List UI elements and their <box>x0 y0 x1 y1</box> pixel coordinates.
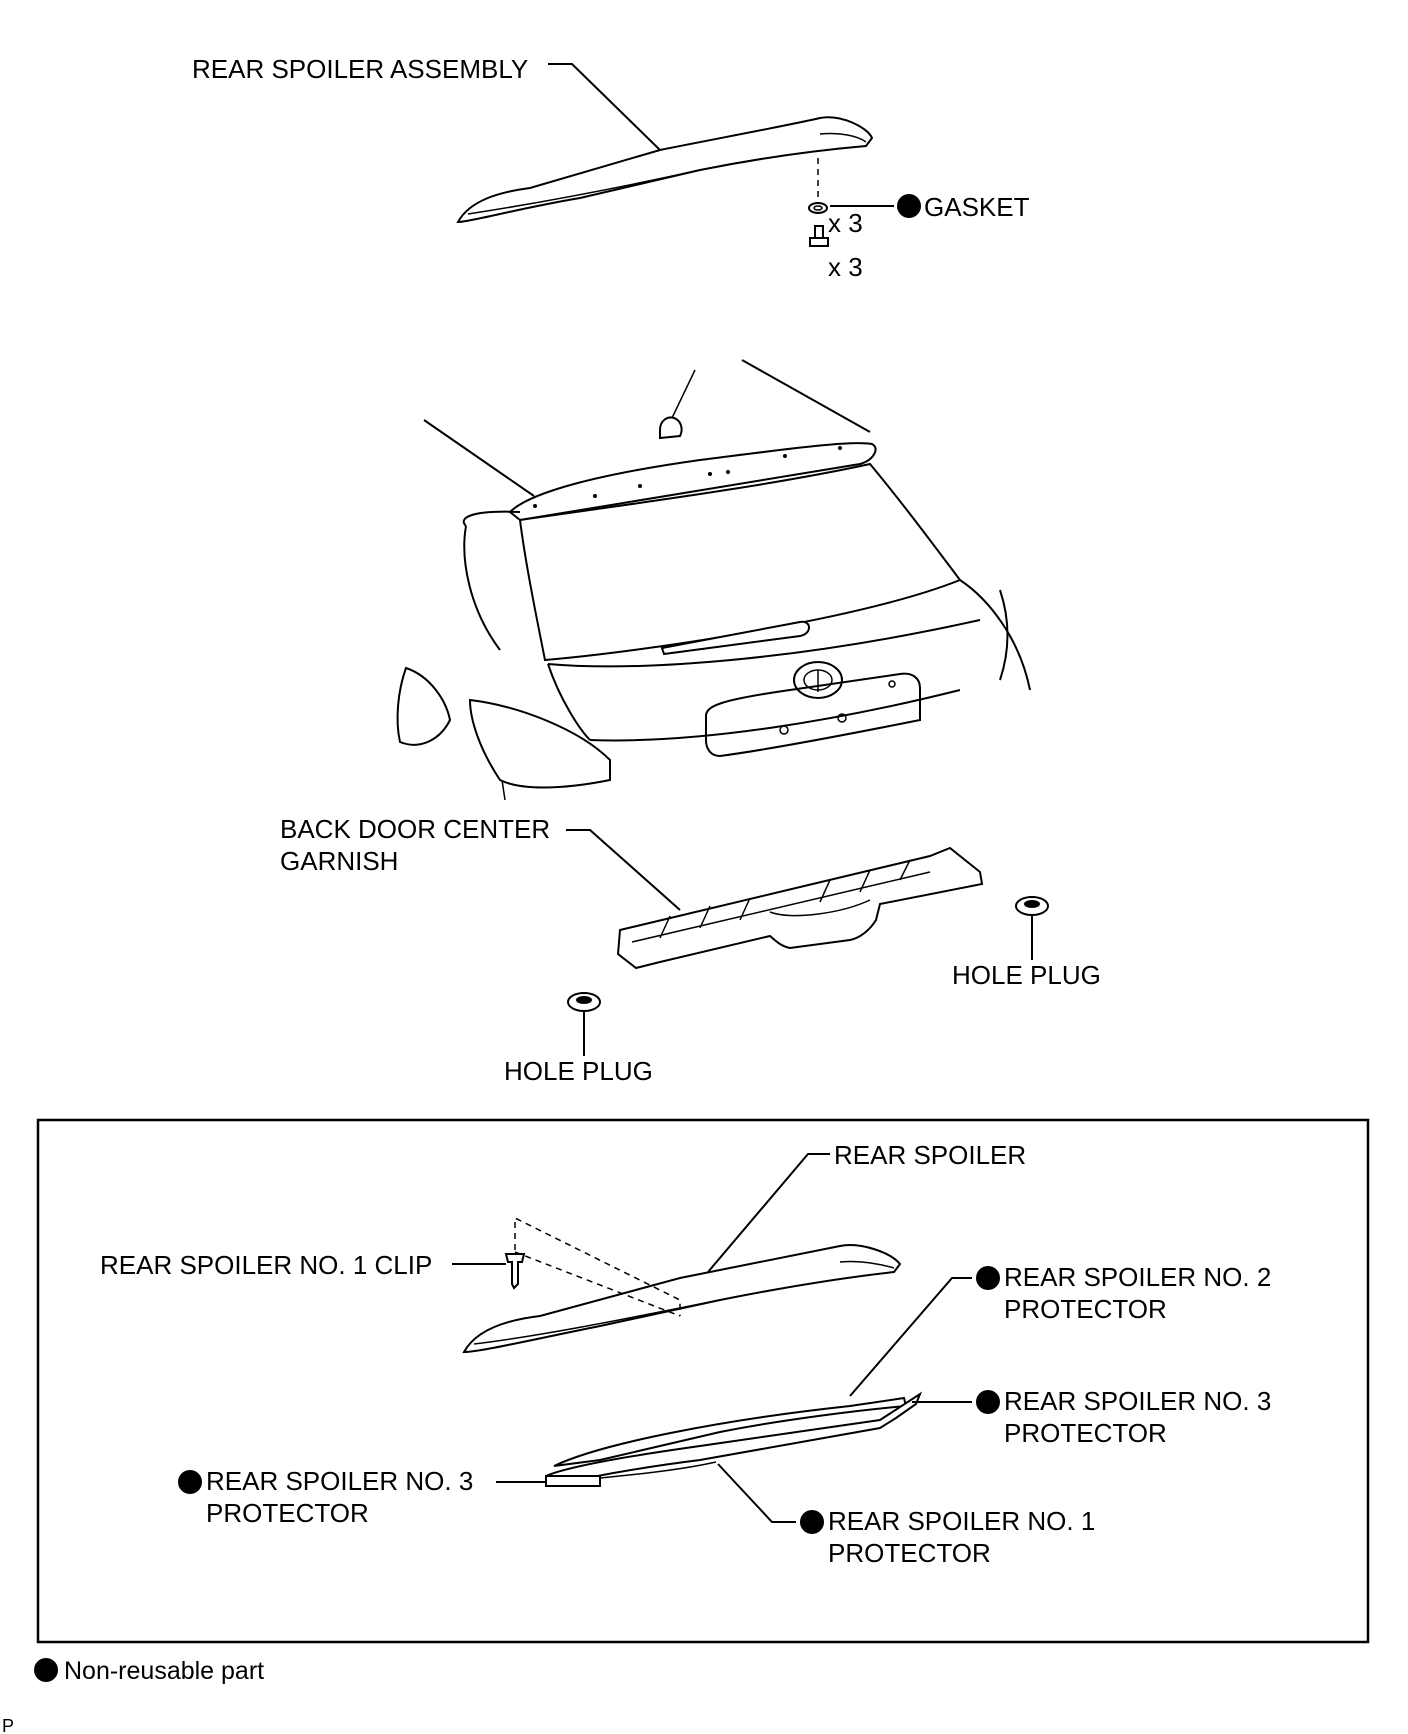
leader-protector-2 <box>849 1277 972 1397</box>
gasket-part <box>808 202 828 214</box>
label-hole-plug-left: HOLE PLUG <box>504 1056 653 1086</box>
hole-plug-right-part <box>1015 896 1049 916</box>
label-gasket: GASKET <box>924 192 1030 222</box>
label-protector-1-line2: PROTECTOR <box>828 1538 991 1568</box>
vehicle-rear-drawing <box>396 359 1031 801</box>
leader-rear-spoiler-assembly <box>548 63 661 151</box>
clip-guide-line-2 <box>514 1251 681 1317</box>
protectors-drawing <box>545 1391 923 1487</box>
label-protector-1-line1: REAR SPOILER NO. 1 <box>828 1506 1095 1536</box>
non-reusable-marker-protector-3-left <box>178 1470 202 1494</box>
corner-mark: P <box>2 1716 14 1734</box>
leader-protector-1 <box>717 1463 796 1523</box>
non-reusable-marker-gasket <box>897 194 921 218</box>
label-back-door-center-line2: GARNISH <box>280 846 398 876</box>
label-rear-spoiler: REAR SPOILER <box>834 1140 1026 1170</box>
label-rear-spoiler-clip: REAR SPOILER NO. 1 CLIP <box>100 1250 432 1280</box>
rear-spoiler-clip-part <box>504 1253 526 1290</box>
legend-non-reusable-marker <box>34 1658 58 1682</box>
label-protector-3-right-line1: REAR SPOILER NO. 3 <box>1004 1386 1271 1416</box>
rear-spoiler-assembly-drawing <box>456 116 874 224</box>
leader-rear-spoiler <box>707 1153 830 1273</box>
back-door-center-garnish-drawing <box>616 846 984 970</box>
label-back-door-center-line1: BACK DOOR CENTER <box>280 814 550 844</box>
non-reusable-marker-protector-3-right <box>976 1390 1000 1414</box>
label-protector-3-left-line2: PROTECTOR <box>206 1498 369 1528</box>
label-protector-2-line2: PROTECTOR <box>1004 1294 1167 1324</box>
clip-guide-line <box>514 1216 681 1316</box>
label-protector-2-line1: REAR SPOILER NO. 2 <box>1004 1262 1271 1292</box>
non-reusable-marker-protector-1 <box>800 1510 824 1534</box>
non-reusable-marker-protector-2 <box>976 1266 1000 1290</box>
hole-plug-left-part <box>567 992 601 1012</box>
bolt-part <box>809 225 829 247</box>
rear-spoiler-drawing <box>462 1244 902 1354</box>
label-hole-plug-right: HOLE PLUG <box>952 960 1101 990</box>
label-protector-3-right-line2: PROTECTOR <box>1004 1418 1167 1448</box>
label-qty-gasket: x 3 <box>828 208 863 238</box>
label-qty-bolt: x 3 <box>828 252 863 282</box>
legend-non-reusable-text: Non-reusable part <box>64 1657 264 1685</box>
label-rear-spoiler-assembly: REAR SPOILER ASSEMBLY <box>192 54 528 84</box>
detail-box <box>36 1118 1370 1644</box>
leader-back-door-center-garnish <box>566 829 681 911</box>
label-protector-3-left-line1: REAR SPOILER NO. 3 <box>206 1466 473 1496</box>
